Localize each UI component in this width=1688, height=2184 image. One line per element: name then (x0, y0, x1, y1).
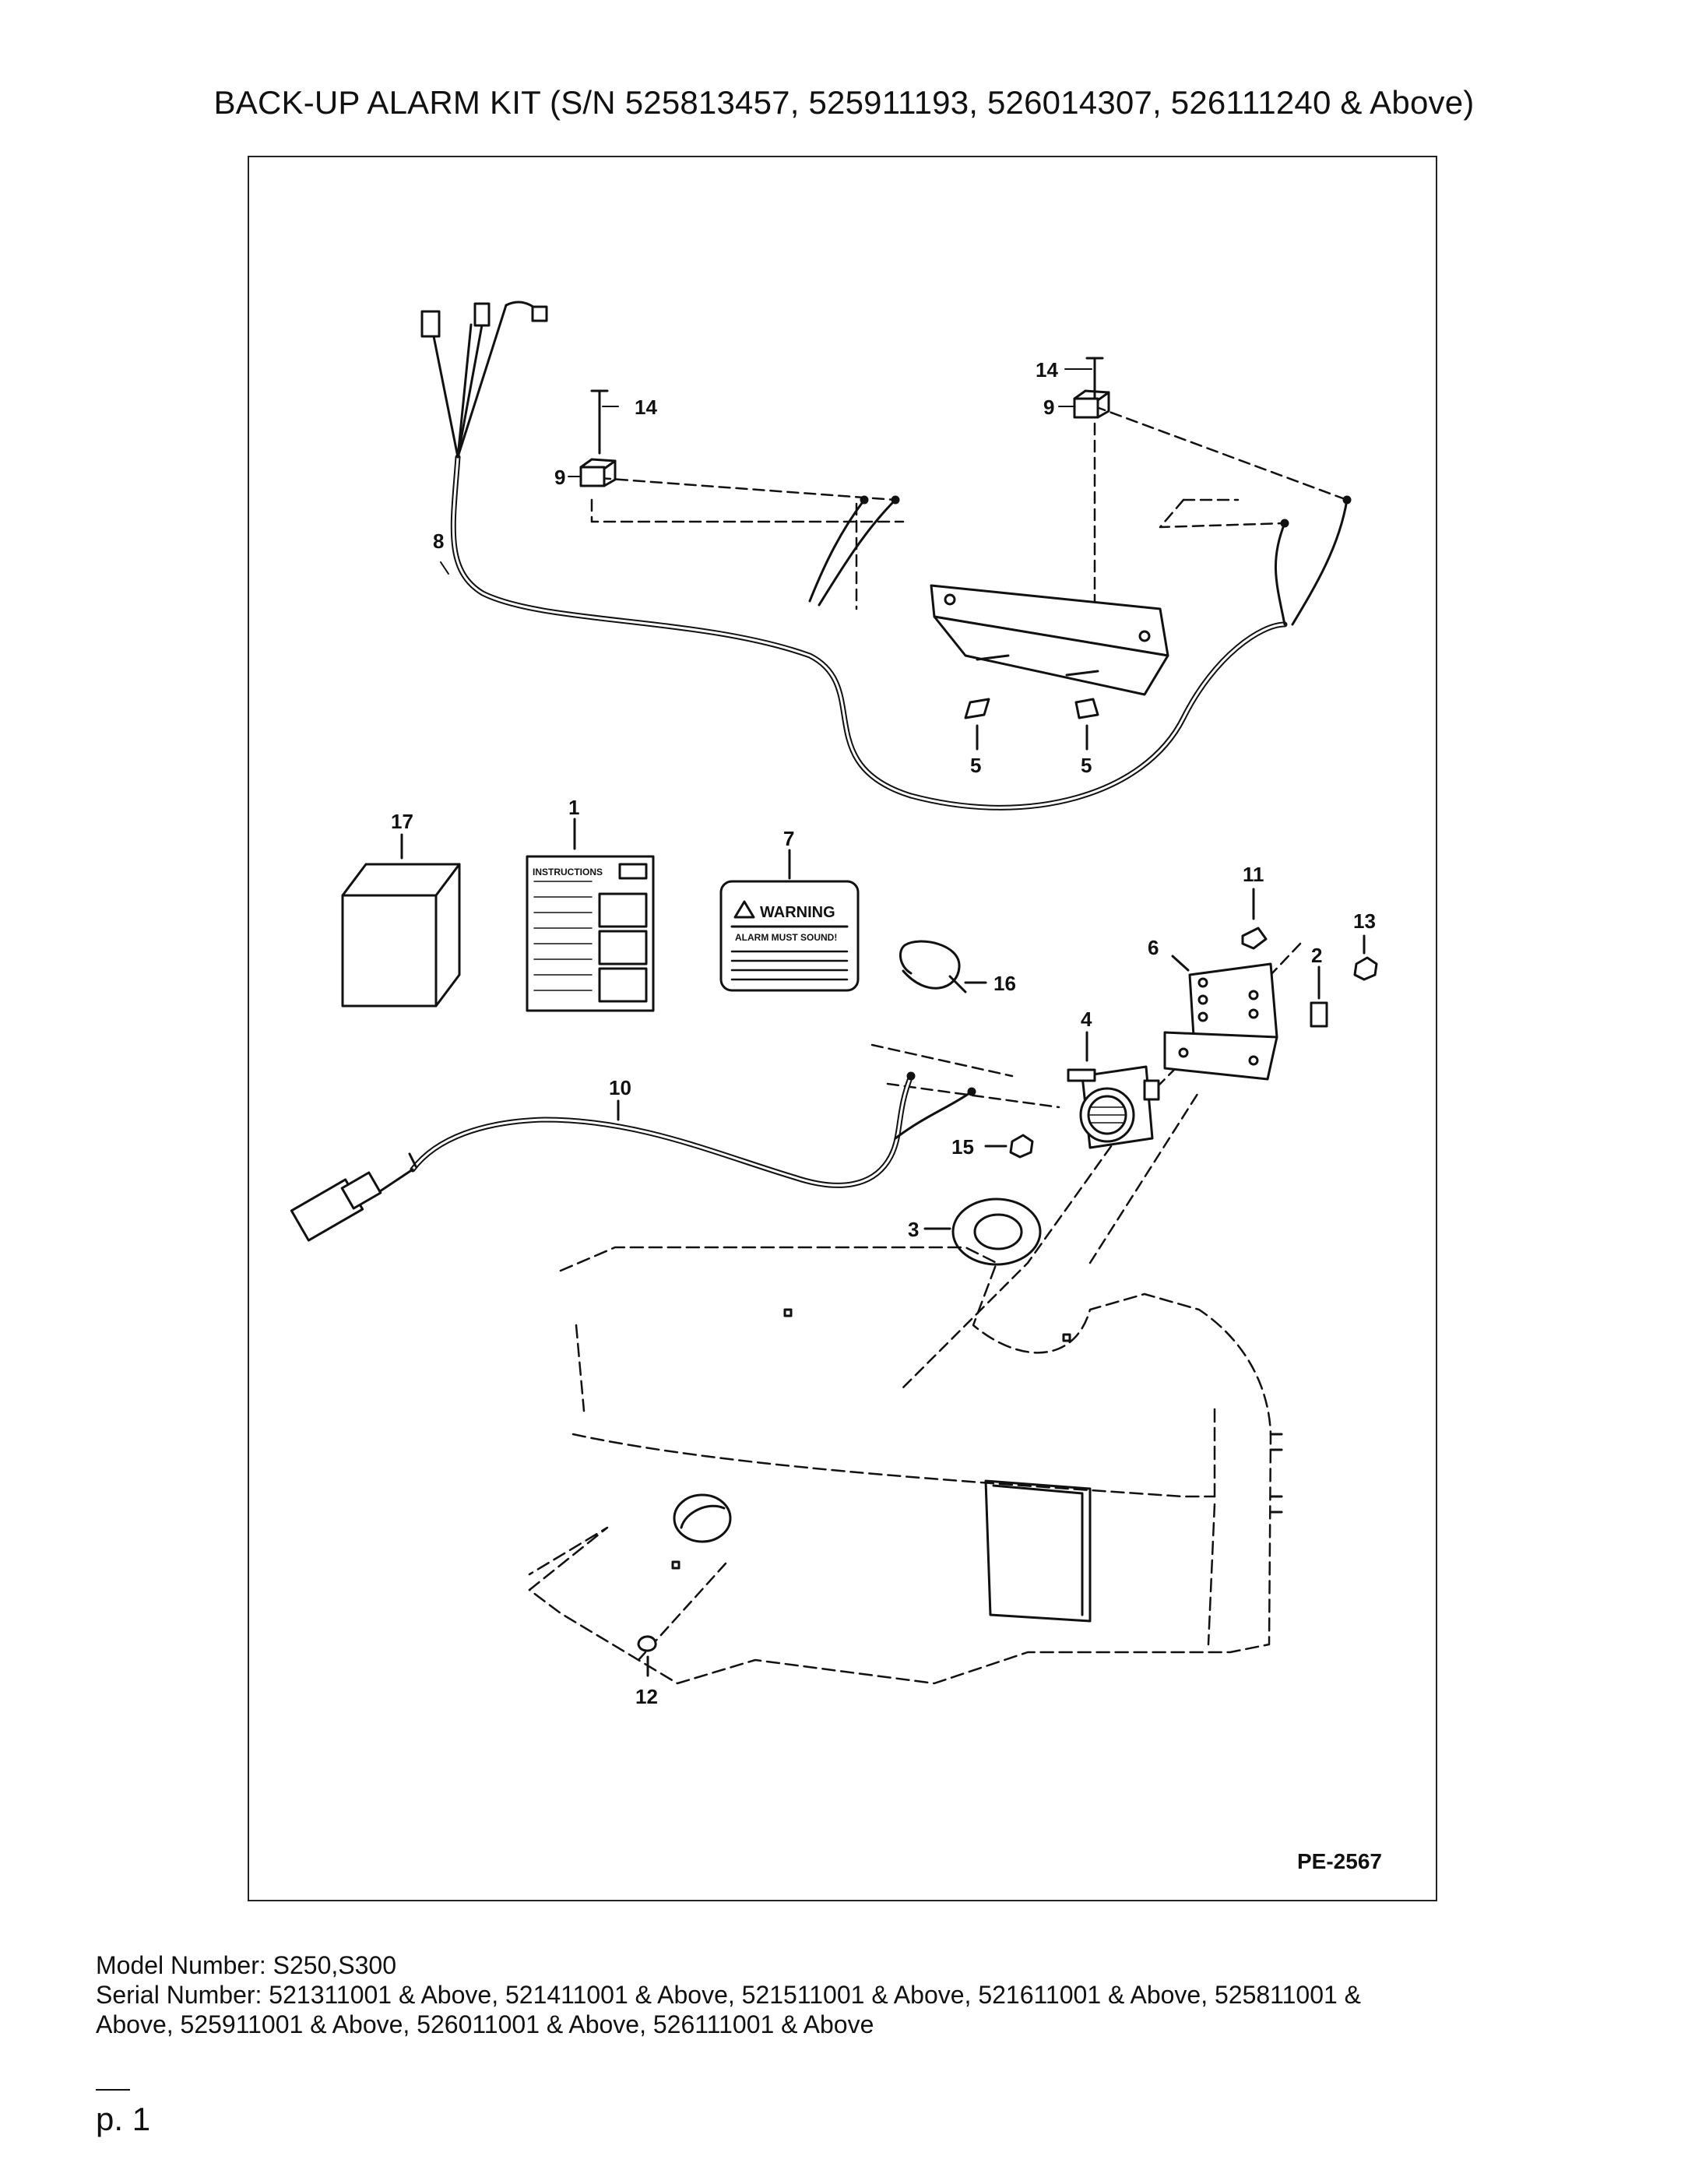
page-title: BACK-UP ALARM KIT (S/N 525813457, 525911… (213, 84, 1475, 121)
grommet-3 (923, 1198, 1042, 1266)
tie-strap-16 (899, 940, 987, 994)
clip-5-right (1074, 698, 1099, 751)
clip-5-left (964, 698, 990, 751)
instructions-sheet-1 (526, 818, 655, 1012)
serial-number-line-1: Serial Number: 521311001 & Above, 521411… (96, 1981, 1362, 2009)
parts-diagram-frame: 14 14 9 9 8 5 5 17 1 7 11 13 16 6 2 4 10… (248, 156, 1437, 1901)
leader-lines (440, 368, 1092, 575)
machine-body-outline (528, 1246, 1272, 1685)
diagram-reference: PE-2567 (1297, 1849, 1382, 1873)
callout-12: 12 (635, 1685, 658, 1708)
callout-7: 7 (783, 827, 794, 850)
clip-2 (1310, 965, 1328, 1028)
footer: Model Number: S250,S300 Serial Number: 5… (96, 1950, 1591, 2039)
nut-13 (1353, 934, 1378, 981)
body-studs (1269, 1433, 1283, 1514)
plug-12 (637, 1308, 1071, 1677)
access-panel (984, 1479, 1092, 1623)
bolt-14-left (590, 389, 609, 455)
parts-diagram: 14 14 9 9 8 5 5 17 1 7 11 13 16 6 2 4 10… (290, 301, 1382, 1873)
instructions-label: INSTRUCTIONS (533, 867, 603, 877)
callout-14-left: 14 (635, 396, 657, 419)
callout-9-right: 9 (1043, 396, 1054, 419)
serial-number-line-2: Above, 525911001 & Above, 526011001 & Ab… (96, 2010, 874, 2038)
mount-bracket (930, 584, 1169, 696)
l-bracket-6 (1163, 955, 1278, 1081)
callout-13: 13 (1353, 909, 1376, 933)
wire-harness-10 (290, 1071, 976, 1242)
body-hole (673, 1493, 732, 1543)
callout-5-right: 5 (1081, 754, 1092, 777)
warning-text: ALARM MUST SOUND! (735, 932, 837, 943)
nut-15 (984, 1134, 1034, 1159)
clamp-9-right (1073, 389, 1110, 419)
callout-11: 11 (1243, 863, 1264, 886)
clamp-9-left (579, 458, 617, 487)
callout-10: 10 (609, 1076, 631, 1099)
callout-15: 15 (951, 1135, 974, 1159)
callout-3: 3 (908, 1218, 919, 1241)
model-number: Model Number: S250,S300 (96, 1951, 396, 1979)
callout-5-left: 5 (970, 754, 981, 777)
callout-1: 1 (568, 796, 579, 819)
callout-2: 2 (1311, 944, 1322, 967)
warning-header: WARNING (760, 904, 835, 921)
callout-6: 6 (1148, 936, 1159, 959)
callout-17: 17 (391, 810, 413, 833)
callout-9-left: 9 (554, 466, 565, 489)
bolt-11 (1241, 888, 1268, 950)
callout-14-right: 14 (1036, 358, 1058, 382)
alarm-unit-4 (1067, 1031, 1160, 1149)
box-17 (341, 833, 461, 1008)
wire-harness-8 (420, 301, 1352, 811)
warning-decal-7 (719, 849, 860, 992)
callout-8: 8 (433, 529, 444, 553)
callout-4: 4 (1081, 1008, 1092, 1031)
page-number: p. 1 (96, 2101, 151, 2137)
page-number-rule (96, 2089, 130, 2091)
callout-16: 16 (993, 972, 1016, 995)
